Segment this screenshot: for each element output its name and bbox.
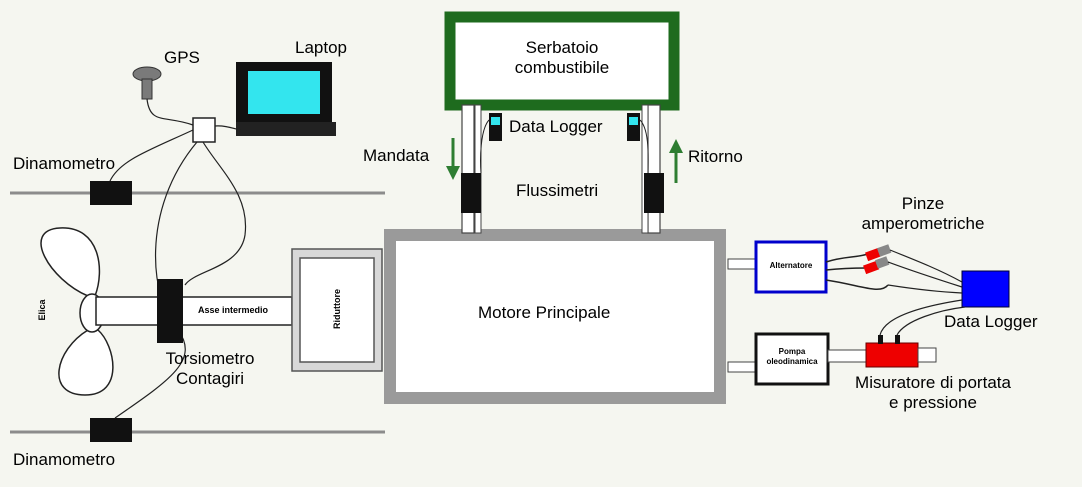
main-engine bbox=[384, 229, 726, 404]
pompa-label-line1: Pompa bbox=[778, 347, 806, 356]
mandata-label: Mandata bbox=[363, 146, 430, 165]
pinze-label-line2: amperometriche bbox=[861, 214, 985, 233]
data-logger-small-right-icon bbox=[627, 113, 640, 141]
misuratore-label-line1: Misuratore di portata bbox=[855, 373, 1011, 392]
flow-pressure-meter bbox=[865, 342, 919, 368]
flowmeter-return bbox=[644, 173, 664, 213]
torsiometro-label: Torsiometro Contagiri bbox=[150, 349, 270, 389]
torsiometro-label-line2: Contagiri bbox=[175, 369, 245, 388]
cable-clamp-3 bbox=[887, 284, 963, 294]
misuratore-label: Misuratore di portata e pressione bbox=[848, 373, 1018, 413]
pompa-label: Pompa oleodinamica bbox=[757, 347, 827, 367]
cable-meter-2 bbox=[896, 306, 966, 336]
cable-meter-1 bbox=[879, 299, 963, 336]
dinamometro-top-label: Dinamometro bbox=[13, 154, 116, 173]
gps-icon bbox=[132, 66, 162, 100]
pinze-label: Pinze amperometriche bbox=[838, 194, 1008, 234]
flussimetri-label: Flussimetri bbox=[516, 181, 599, 200]
alternatore-label: Alternatore bbox=[769, 261, 813, 270]
pompa-label-line2: oleodinamica bbox=[766, 357, 818, 366]
pinze-label-line1: Pinze bbox=[901, 194, 945, 213]
intermediate-shaft bbox=[95, 296, 293, 326]
data-logger-top-label: Data Logger bbox=[509, 117, 603, 136]
meter-sensor-1 bbox=[878, 335, 883, 344]
gps-label: GPS bbox=[164, 48, 200, 67]
alternator-shaft bbox=[727, 258, 757, 270]
misuratore-label-line2: e pressione bbox=[889, 393, 977, 412]
fuel-pipe-supply bbox=[461, 104, 482, 234]
dynamometer-top bbox=[90, 181, 132, 205]
asse-label: Asse intermedio bbox=[198, 305, 269, 315]
flowmeter-supply bbox=[461, 173, 481, 213]
cable-torsiometer bbox=[184, 141, 247, 286]
torsiometro-label-line1: Torsiometro bbox=[165, 349, 255, 368]
cable-dyn-top bbox=[109, 129, 194, 182]
alternator-box bbox=[754, 240, 828, 294]
laptop-icon bbox=[236, 62, 336, 136]
riduttore-label: Riduttore bbox=[332, 289, 342, 329]
propeller-icon bbox=[40, 227, 114, 396]
tank-label: Serbatoio combustibile bbox=[470, 38, 654, 78]
arrow-down-icon bbox=[446, 138, 460, 180]
clamp-loop-lower bbox=[825, 279, 889, 291]
data-logger-small-left-icon bbox=[489, 113, 502, 141]
logger-wire-left bbox=[480, 119, 490, 174]
gearbox-inner bbox=[299, 257, 375, 363]
tank-label-line1: Serbatoio bbox=[525, 38, 599, 57]
cable-gps bbox=[146, 98, 194, 126]
motore-label: Motore Principale bbox=[478, 303, 611, 322]
fuel-tank bbox=[444, 11, 680, 111]
cable-clamp-1 bbox=[889, 249, 963, 283]
dinamometro-bottom-label: Dinamometro bbox=[13, 450, 116, 469]
laptop-label: Laptop bbox=[295, 38, 347, 57]
cable-clamp-2 bbox=[887, 261, 963, 288]
arrow-up-icon bbox=[669, 139, 683, 183]
logger-wire-right bbox=[639, 119, 649, 174]
pump-shaft bbox=[727, 361, 757, 373]
elica-label: Elica bbox=[37, 299, 47, 321]
current-clamp-upper-icon bbox=[825, 244, 892, 263]
dynamometer-bottom bbox=[90, 418, 132, 442]
ritorno-label: Ritorno bbox=[688, 147, 743, 166]
cable-laptop bbox=[214, 125, 256, 133]
pump-to-meter-pipe bbox=[827, 349, 869, 363]
current-clamp-lower-icon bbox=[825, 256, 890, 275]
data-logger-right bbox=[961, 270, 1010, 308]
torsiometer-block bbox=[157, 279, 183, 343]
meter-outlet bbox=[917, 347, 937, 363]
meter-sensor-2 bbox=[895, 335, 900, 344]
tank-label-line2: combustibile bbox=[514, 58, 610, 77]
junction-box bbox=[192, 117, 216, 143]
data-logger-right-label: Data Logger bbox=[944, 312, 1038, 331]
fuel-pipe-return bbox=[641, 104, 661, 234]
